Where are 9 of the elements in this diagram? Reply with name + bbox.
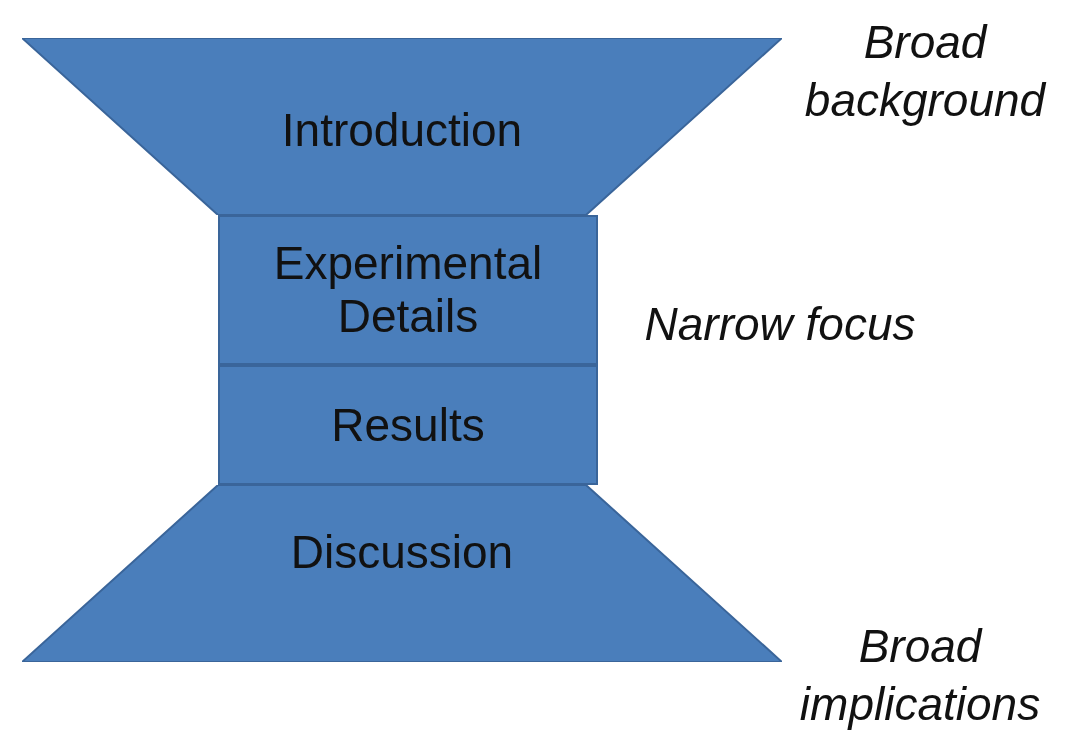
section-box xyxy=(218,215,598,365)
section-label: Results xyxy=(330,398,486,452)
scope-note: Broad implications xyxy=(798,619,1042,732)
section-box xyxy=(218,365,598,485)
scope-note: Narrow focus xyxy=(643,297,917,352)
section-label: Introduction xyxy=(280,103,524,157)
section-label: Discussion xyxy=(289,525,515,579)
section-label: Experimental Details xyxy=(272,237,544,343)
scope-note: Broad background xyxy=(803,15,1048,128)
